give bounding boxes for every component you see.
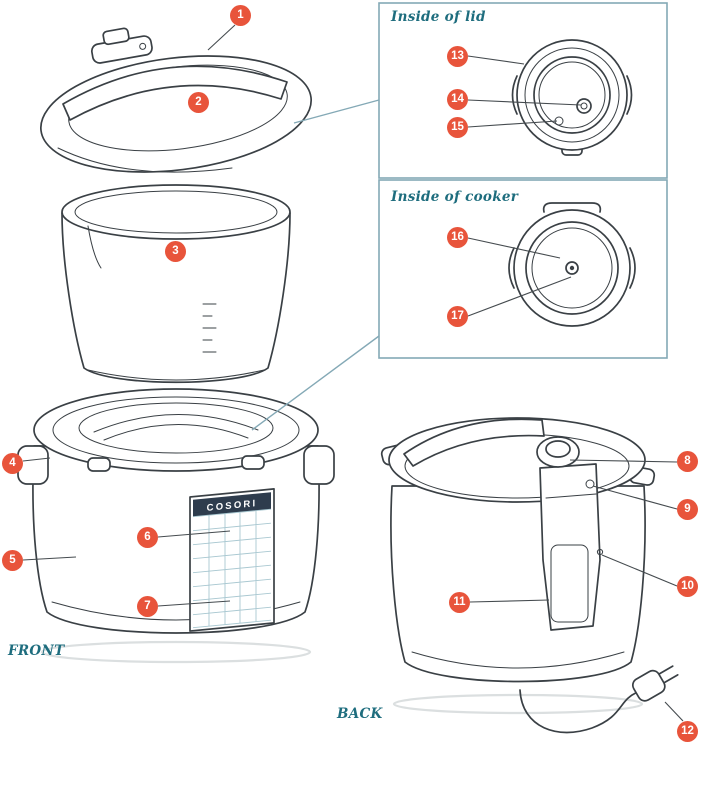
measuring-marks [202, 303, 217, 353]
control-panel-label: COSORI [189, 488, 275, 632]
inside-of-cooker-box [378, 179, 668, 359]
callout-1: 1 [230, 5, 251, 26]
power-cord [519, 689, 639, 734]
callout-3: 3 [165, 241, 186, 262]
hinge-column [539, 463, 601, 631]
heating-plate [525, 221, 619, 315]
callout-2: 2 [188, 92, 209, 113]
back-view-drawing [380, 417, 679, 734]
front-label: FRONT [8, 643, 65, 659]
right-handle [303, 445, 335, 485]
back-handle [403, 418, 545, 467]
lid-latch [90, 27, 153, 64]
inside-of-lid-box [378, 2, 668, 179]
inside-of-cooker-title: Inside of cooker [391, 189, 519, 205]
callout-7: 7 [137, 596, 158, 617]
callout-5: 5 [2, 550, 23, 571]
brand-label: COSORI [207, 498, 258, 514]
callout-15: 15 [447, 117, 468, 138]
sealing-ring [533, 56, 611, 134]
inside-lid-drawing [511, 39, 633, 156]
callout-6: 6 [137, 527, 158, 548]
float-valve [585, 479, 595, 489]
inset-connector-lines [251, 99, 380, 431]
callout-13: 13 [447, 46, 468, 67]
callout-8: 8 [677, 451, 698, 472]
callout-leader-lines [22, 24, 684, 722]
callout-14: 14 [447, 89, 468, 110]
inner-pot-drawing [61, 184, 291, 384]
temperature-sensor [565, 261, 579, 275]
callout-17: 17 [447, 306, 468, 327]
inside-of-lid-title: Inside of lid [391, 9, 486, 25]
back-cover [550, 544, 589, 623]
vent-hole [596, 548, 604, 556]
lid-handle [62, 65, 288, 121]
callout-10: 10 [677, 576, 698, 597]
callout-4: 4 [2, 453, 23, 474]
power-plug [631, 665, 679, 702]
cooker-front-drawing: COSORI [17, 388, 335, 664]
lid-drawing [39, 27, 313, 173]
back-label: BACK [337, 706, 383, 722]
callout-9: 9 [677, 499, 698, 520]
inside-cooker-drawing [508, 202, 636, 327]
callout-12: 12 [677, 721, 698, 742]
callout-11: 11 [449, 592, 470, 613]
steam-release-valve [576, 98, 592, 114]
callout-16: 16 [447, 227, 468, 248]
